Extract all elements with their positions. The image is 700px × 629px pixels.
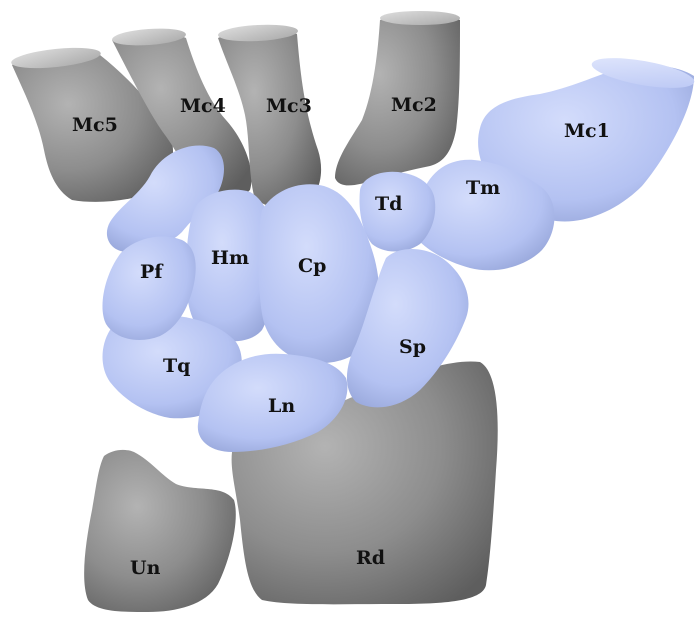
label-lunate: Ln — [268, 395, 295, 417]
label-ulna: Un — [130, 557, 161, 579]
label-triquetrum: Tq — [163, 355, 190, 377]
label-scaphoid: Sp — [399, 336, 426, 358]
label-trapezoid: Td — [375, 193, 402, 215]
label-metacarpal-3: Mc3 — [266, 95, 312, 117]
label-metacarpal-2: Mc2 — [391, 94, 437, 116]
label-pisiform: Pf — [140, 261, 164, 283]
metacarpal-2-cut-face — [380, 11, 460, 25]
label-metacarpal-5: Mc5 — [72, 114, 118, 136]
label-radius: Rd — [356, 547, 385, 569]
label-trapezium: Tm — [466, 177, 500, 199]
label-capitate: Cp — [298, 255, 326, 277]
label-metacarpal-1: Mc1 — [564, 120, 610, 142]
label-hamate: Hm — [211, 247, 249, 269]
ulna-bone — [84, 450, 236, 612]
label-metacarpal-4: Mc4 — [180, 95, 226, 117]
